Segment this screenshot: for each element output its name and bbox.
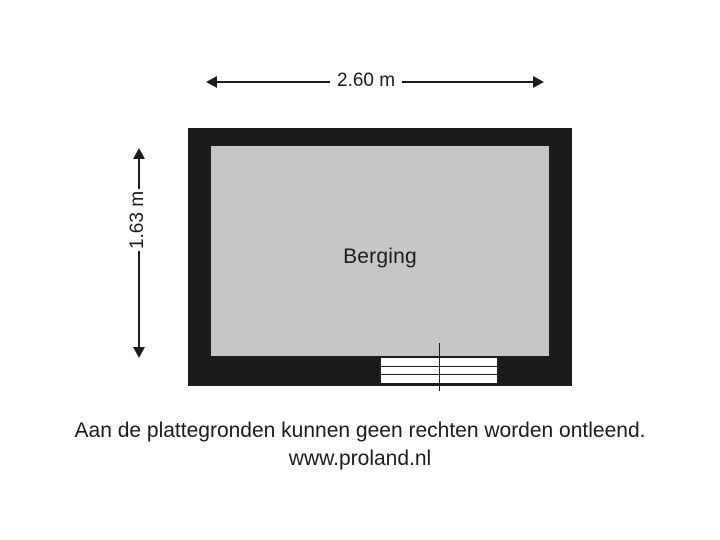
width-dimension-label: 2.60 m (330, 69, 403, 93)
dimension-line (138, 154, 140, 352)
door-center-line (439, 343, 440, 391)
room-floor (211, 146, 549, 356)
arrow-up-icon (133, 148, 145, 159)
website-text: www.proland.nl (288, 447, 432, 470)
height-dimension-label: 1.63 m (125, 189, 151, 251)
arrow-right-icon (533, 76, 544, 88)
arrow-down-icon (133, 347, 145, 358)
arrow-left-icon (206, 76, 217, 88)
disclaimer-text: Aan de plattegronden kunnen geen rechten… (74, 419, 646, 442)
footer: Aan de plattegronden kunnen geen rechten… (0, 417, 720, 473)
height-dimension-arrow (133, 148, 145, 358)
room-name-label: Berging (343, 245, 417, 268)
